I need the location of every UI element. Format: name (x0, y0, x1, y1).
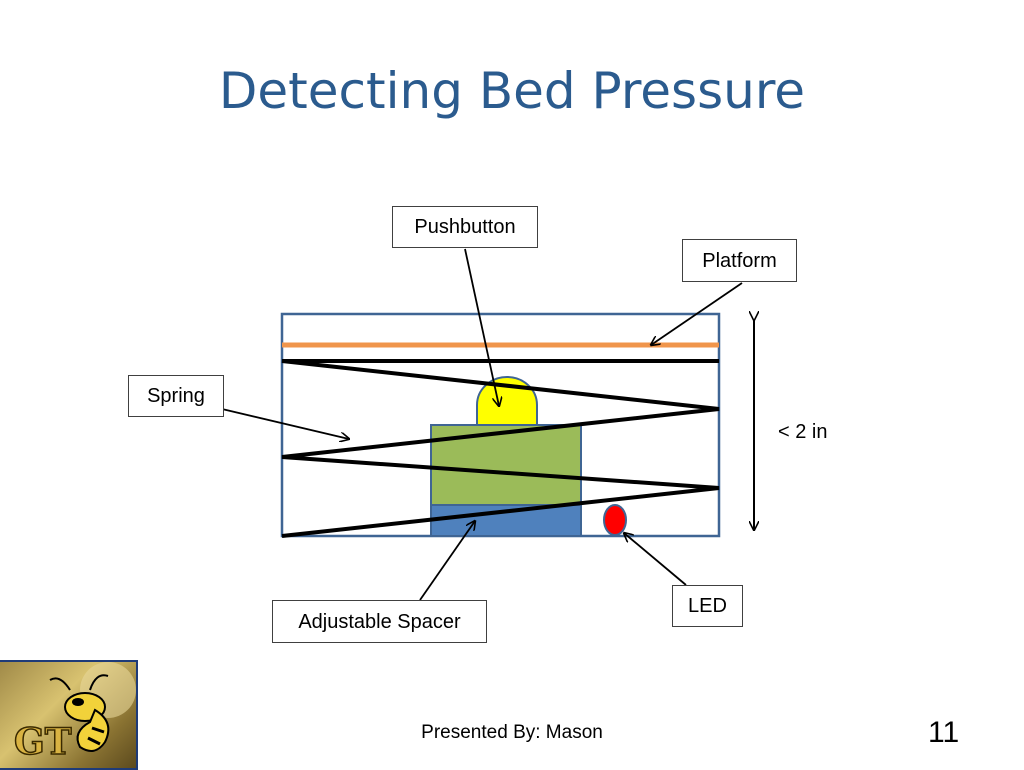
height-label: < 2 in (778, 421, 828, 443)
gt-logo-text: GT (14, 721, 72, 763)
yellow-jacket-mascot-icon: GT (13, 662, 136, 764)
page-number: 11 (928, 716, 960, 749)
slide-title: Detecting Bed Pressure (218, 62, 806, 120)
spacer-pointer-arrow (419, 521, 475, 601)
georgia-tech-logo: GT (0, 660, 138, 770)
spring-label: Spring (128, 375, 224, 417)
led-pointer-arrow (624, 533, 687, 586)
spring (281, 359, 720, 538)
adjustable-spacer-label: Adjustable Spacer (272, 600, 487, 643)
led-label: LED (672, 585, 743, 627)
platform-label: Platform (682, 239, 797, 282)
platform-pointer-arrow (651, 282, 743, 345)
spring-pointer-arrow (221, 408, 349, 439)
led (603, 504, 627, 536)
pushbutton-pointer-arrow (464, 248, 499, 406)
presenter-footer: Presented By: Mason (421, 722, 603, 743)
pushbutton-label: Pushbutton (392, 206, 538, 248)
